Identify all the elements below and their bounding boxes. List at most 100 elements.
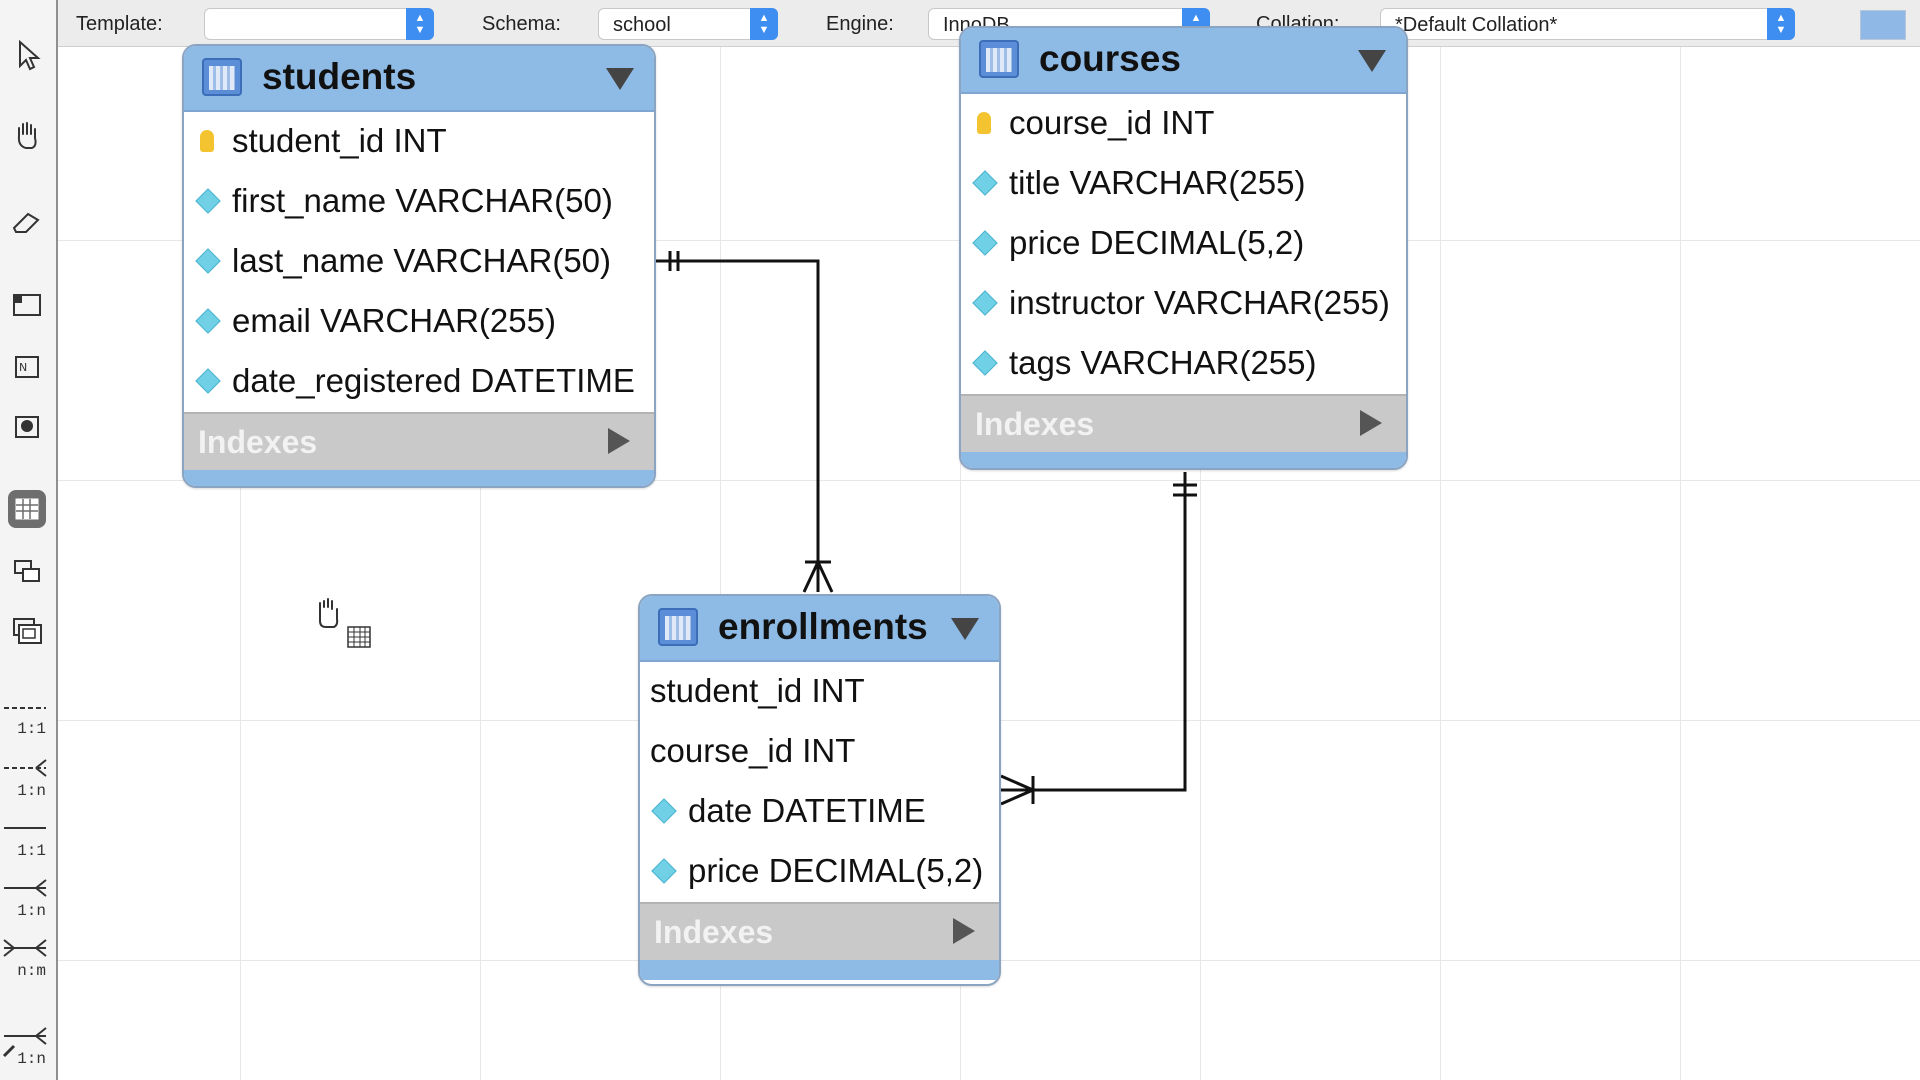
column-text: email VARCHAR(255) xyxy=(232,302,556,339)
table-students[interactable]: students student_id INT first_name VARCH… xyxy=(182,44,656,488)
tool-palette: N 1:1 1:n 1:1 1:n n:m 1:n xyxy=(0,0,58,1080)
layer-tool-icon xyxy=(13,294,41,316)
column-row[interactable]: last_name VARCHAR(50) xyxy=(184,232,654,292)
expand-triangle-icon[interactable] xyxy=(608,428,630,454)
column-row[interactable]: student_id INT xyxy=(184,112,654,172)
stepper-icon: ▲▼ xyxy=(1767,8,1795,40)
table-placement-cursor-icon xyxy=(319,598,371,648)
view-tool[interactable] xyxy=(8,552,46,590)
column-row[interactable]: course_id INT xyxy=(640,722,999,782)
column-text: first_name VARCHAR(50) xyxy=(232,182,613,219)
table-name: students xyxy=(262,56,417,97)
table-color-swatch[interactable] xyxy=(1860,10,1906,40)
table-name: enrollments xyxy=(718,606,928,647)
collapse-triangle-icon[interactable] xyxy=(951,618,979,640)
column-row[interactable]: tags VARCHAR(255) xyxy=(961,334,1406,394)
column-text: instructor VARCHAR(255) xyxy=(1009,284,1390,321)
column-row[interactable]: email VARCHAR(255) xyxy=(184,292,654,352)
column-diamond-icon xyxy=(972,230,998,256)
column-row[interactable]: title VARCHAR(255) xyxy=(961,154,1406,214)
column-diamond-icon xyxy=(195,248,221,274)
relationship-n-m-tool[interactable]: n:m xyxy=(2,934,50,980)
table-icon xyxy=(202,58,242,96)
primary-key-icon xyxy=(200,130,214,152)
column-row[interactable]: price DECIMAL(5,2) xyxy=(640,842,999,902)
column-row[interactable]: date DATETIME xyxy=(640,782,999,842)
column-text: last_name VARCHAR(50) xyxy=(232,242,612,279)
column-diamond-icon xyxy=(195,188,221,214)
view-tool-icon xyxy=(14,560,40,582)
column-row[interactable]: first_name VARCHAR(50) xyxy=(184,172,654,232)
relationship-1-1-icon xyxy=(4,707,46,709)
table-header[interactable]: courses xyxy=(961,28,1406,94)
table-footer xyxy=(640,960,999,980)
svg-text:N: N xyxy=(19,361,27,374)
relationship-1-n-tool[interactable]: 1:n xyxy=(2,874,50,920)
column-row[interactable]: student_id INT xyxy=(640,662,999,722)
column-text: student_id INT xyxy=(650,672,865,709)
expand-triangle-icon[interactable] xyxy=(1360,410,1382,436)
template-select[interactable]: ▲▼ xyxy=(204,8,434,40)
collation-value: *Default Collation* xyxy=(1395,14,1558,36)
layer-tool[interactable] xyxy=(8,286,46,324)
relationship-1-1-icon xyxy=(4,827,46,829)
indexes-label: Indexes xyxy=(198,424,318,460)
pointer-tool[interactable] xyxy=(8,36,46,74)
expand-triangle-icon[interactable] xyxy=(953,918,975,944)
table-tool-icon xyxy=(15,498,39,520)
column-row[interactable]: price DECIMAL(5,2) xyxy=(961,214,1406,274)
table-icon xyxy=(658,608,698,646)
image-tool-icon xyxy=(15,416,39,438)
eraser-tool[interactable] xyxy=(8,202,46,240)
note-tool[interactable]: N xyxy=(8,348,46,386)
indexes-label: Indexes xyxy=(654,914,774,950)
table-courses[interactable]: courses course_id INT title VARCHAR(255)… xyxy=(959,26,1408,470)
relationship-pick-columns-icon xyxy=(2,1027,47,1058)
column-text: tags VARCHAR(255) xyxy=(1009,344,1317,381)
column-text: student_id INT xyxy=(232,122,447,159)
table-footer xyxy=(184,470,654,486)
relationship-label: 1:n xyxy=(17,902,46,920)
routine-group-tool[interactable] xyxy=(8,612,46,650)
column-text: date DATETIME xyxy=(688,792,926,829)
table-name: courses xyxy=(1039,38,1181,79)
table-header[interactable]: students xyxy=(184,46,654,112)
schema-select[interactable]: school ▲▼ xyxy=(598,8,778,40)
pointer-tool-icon xyxy=(19,39,41,71)
table-footer xyxy=(961,452,1406,468)
relationship-1-1-identifying-tool[interactable]: 1:1 xyxy=(2,692,50,738)
table-tool[interactable] xyxy=(8,490,46,528)
stepper-icon: ▲▼ xyxy=(750,8,778,40)
column-diamond-icon xyxy=(195,368,221,394)
relationship-label: 1:1 xyxy=(17,842,46,860)
column-diamond-icon xyxy=(651,858,677,884)
column-row[interactable]: instructor VARCHAR(255) xyxy=(961,274,1406,334)
table-enrollments[interactable]: enrollments student_id INT course_id INT… xyxy=(638,594,1001,986)
column-row[interactable]: date_registered DATETIME xyxy=(184,352,654,412)
hand-tool[interactable] xyxy=(8,116,46,154)
routine-group-tool-icon xyxy=(13,618,42,644)
relationship-1-1-tool[interactable]: 1:1 xyxy=(2,814,50,860)
relationship-1-n-identifying-tool[interactable]: 1:n xyxy=(2,754,50,800)
table-header[interactable]: enrollments xyxy=(640,596,999,662)
relationship-existing-columns-tool[interactable]: 1:n xyxy=(2,1022,50,1068)
indexes-section[interactable]: Indexes xyxy=(961,394,1406,452)
collation-select[interactable]: *Default Collation* ▲▼ xyxy=(1380,8,1795,40)
column-diamond-icon xyxy=(972,290,998,316)
schema-label: Schema: xyxy=(482,13,561,35)
column-text: course_id INT xyxy=(1009,104,1215,141)
stepper-icon: ▲▼ xyxy=(406,8,434,40)
image-tool[interactable] xyxy=(8,408,46,446)
relationship-label: 1:1 xyxy=(17,720,46,738)
indexes-section[interactable]: Indexes xyxy=(184,412,654,470)
column-text: course_id INT xyxy=(650,732,856,769)
collapse-triangle-icon[interactable] xyxy=(1358,50,1386,72)
relationship-1-n-icon xyxy=(4,759,47,777)
template-label: Template: xyxy=(76,13,163,35)
collapse-triangle-icon[interactable] xyxy=(606,68,634,90)
table-icon xyxy=(979,40,1019,78)
column-row[interactable]: course_id INT xyxy=(961,94,1406,154)
relationship-label: 1:n xyxy=(17,1050,46,1068)
schema-value: school xyxy=(613,14,671,36)
indexes-section[interactable]: Indexes xyxy=(640,902,999,960)
